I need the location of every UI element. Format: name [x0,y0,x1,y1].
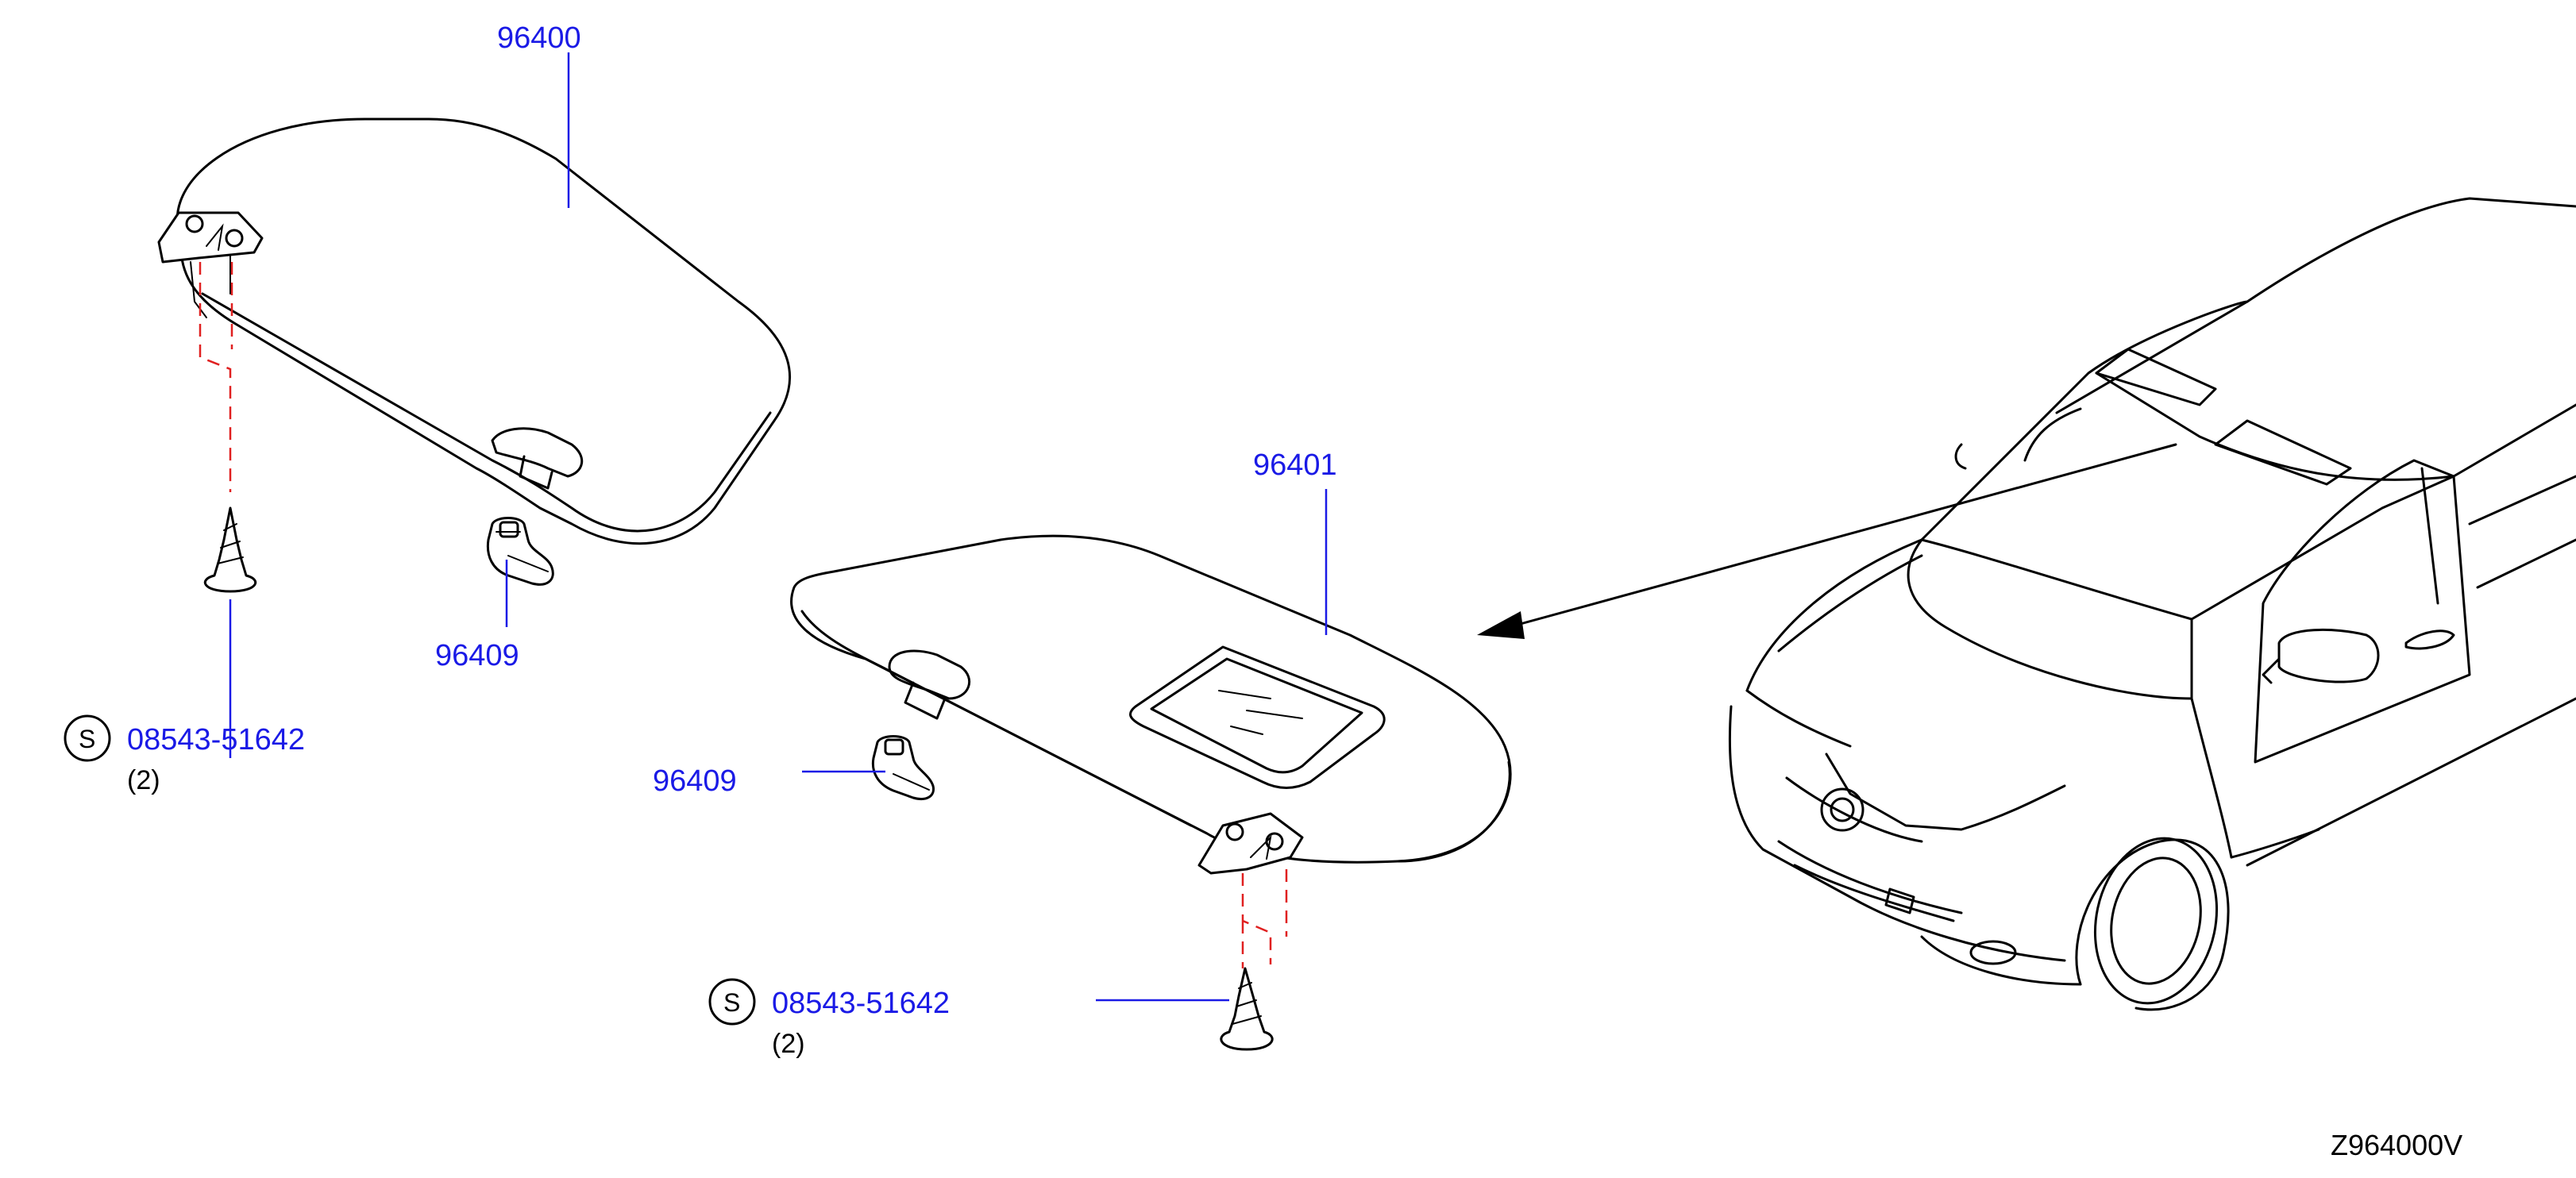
s-symbol-circle-lower [708,978,756,1026]
guide-line-right [1241,869,1288,968]
sun-visor-right[interactable] [790,534,1512,875]
sun-visor-left[interactable] [157,117,791,545]
qty-screw-lower: (2) [772,1029,805,1059]
label-96400[interactable]: 96400 [497,21,581,55]
screw-lower[interactable] [1220,967,1274,1051]
s-symbol-circle-upper [64,714,111,762]
qty-screw-upper: (2) [127,765,160,795]
diagram-code: Z964000V [2331,1129,2462,1161]
visor-holder-clip-upper[interactable] [486,517,554,586]
visor-holder-clip-lower[interactable] [871,735,935,800]
label-96409-lower[interactable]: 96409 [653,764,737,798]
label-screw-upper[interactable]: 08543-51642 [127,723,305,756]
screw-upper[interactable] [204,506,256,593]
label-screw-lower[interactable]: 08543-51642 [772,987,950,1020]
s-symbol-lower: S [723,988,740,1017]
label-96401[interactable]: 96401 [1253,448,1337,482]
reference-arrow-line [1507,443,2177,629]
vehicle-outline [1728,197,2576,1011]
guide-line-left [199,262,233,492]
label-96409-upper[interactable]: 96409 [435,639,519,672]
s-symbol-upper: S [79,725,95,753]
reference-arrow-head [1477,611,1525,639]
